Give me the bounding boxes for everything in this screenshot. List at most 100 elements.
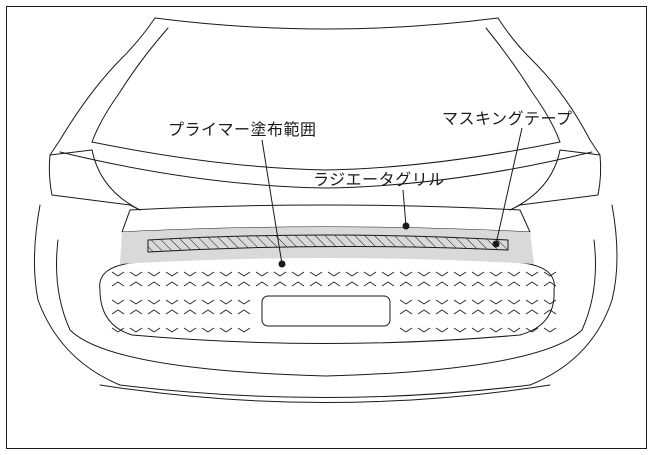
mesh-cell — [435, 309, 449, 315]
mesh-cell — [417, 299, 431, 305]
mesh-cell — [183, 281, 197, 287]
mesh-cell — [489, 281, 503, 287]
mesh-cell — [201, 309, 215, 315]
mesh-cell — [453, 327, 467, 333]
mesh-cell — [291, 271, 305, 277]
mesh-cell — [327, 281, 341, 287]
mesh-cell — [435, 281, 449, 287]
primer-area — [147, 234, 509, 253]
mesh-cell — [309, 281, 323, 287]
bumper-lower — [99, 384, 551, 403]
headlight-right — [509, 149, 602, 211]
mesh-cell — [165, 281, 179, 287]
mesh-cell — [525, 327, 539, 333]
mesh-cell — [201, 327, 215, 333]
mesh-cell — [237, 299, 251, 305]
mesh-cell — [435, 299, 449, 305]
mesh-cell — [471, 309, 485, 315]
headlight-left — [48, 149, 141, 211]
mesh-cell — [219, 309, 233, 315]
grille-mesh — [111, 271, 557, 333]
mesh-cell — [165, 299, 179, 305]
hood-lip — [91, 141, 561, 171]
mesh-cell — [417, 281, 431, 287]
mesh-cell — [237, 327, 251, 333]
hood-crease-left — [91, 27, 169, 143]
mesh-cell — [165, 271, 179, 277]
mesh-cell — [489, 271, 503, 277]
mesh-cell — [183, 299, 197, 305]
mesh-cell — [453, 299, 467, 305]
mesh-cell — [489, 299, 503, 305]
mesh-cell — [237, 281, 251, 287]
mesh-cell — [147, 299, 161, 305]
mesh-cell — [147, 327, 161, 333]
mesh-cell — [129, 309, 143, 315]
mesh-cell — [165, 327, 179, 333]
mesh-cell — [399, 281, 413, 287]
mesh-cell — [273, 281, 287, 287]
mesh-cell — [381, 281, 395, 287]
mesh-cell — [417, 309, 431, 315]
mesh-cell — [381, 271, 395, 277]
mesh-cell — [273, 271, 287, 277]
mesh-cell — [147, 281, 161, 287]
mesh-cell — [129, 327, 143, 333]
bumper-outer — [33, 204, 618, 398]
mesh-cell — [507, 327, 521, 333]
mesh-cell — [399, 309, 413, 315]
mesh-cell — [453, 309, 467, 315]
mesh-cell — [507, 281, 521, 287]
mesh-cell — [399, 271, 413, 277]
mesh-cell — [363, 281, 377, 287]
mesh-cell — [489, 309, 503, 315]
mesh-cell — [147, 271, 161, 277]
mesh-cell — [219, 327, 233, 333]
mesh-cell — [219, 299, 233, 305]
mesh-cell — [183, 309, 197, 315]
leader-masking — [495, 127, 523, 245]
mesh-cell — [255, 271, 269, 277]
leader-grille — [402, 189, 407, 227]
leader-masking-dot — [492, 240, 500, 248]
mesh-cell — [417, 271, 431, 277]
leader-primer-dot — [278, 260, 286, 268]
mesh-cell — [471, 281, 485, 287]
mesh-cell — [507, 309, 521, 315]
mesh-cell — [525, 281, 539, 287]
mesh-cell — [183, 271, 197, 277]
hood-top-edge — [154, 17, 499, 30]
mesh-cell — [453, 281, 467, 287]
mesh-cell — [255, 281, 269, 287]
license-plate — [261, 295, 391, 327]
mesh-cell — [507, 271, 521, 277]
mesh-cell — [435, 327, 449, 333]
mesh-cell — [129, 281, 143, 287]
hood-outline-right — [497, 17, 601, 156]
mesh-cell — [345, 271, 359, 277]
mesh-cell — [399, 327, 413, 333]
mesh-cell — [543, 327, 557, 333]
hood-outline — [49, 17, 156, 156]
mesh-cell — [111, 309, 125, 315]
bumper-inner — [56, 239, 596, 377]
mesh-cell — [237, 309, 251, 315]
mesh-cell — [111, 271, 125, 277]
mesh-cell — [201, 271, 215, 277]
mesh-cell — [543, 271, 557, 277]
mesh-cell — [471, 299, 485, 305]
mesh-cell — [165, 309, 179, 315]
radiator-grille-label: ラジエータグリル — [313, 170, 445, 189]
mesh-cell — [543, 309, 557, 315]
mesh-cell — [111, 327, 125, 333]
mesh-cell — [291, 281, 305, 287]
mesh-cell — [525, 309, 539, 315]
mesh-cell — [219, 271, 233, 277]
mesh-cell — [111, 281, 125, 287]
mesh-cell — [219, 281, 233, 287]
mesh-cell — [237, 271, 251, 277]
mesh-cell — [435, 271, 449, 277]
mesh-cell — [201, 299, 215, 305]
mesh-cell — [309, 271, 323, 277]
